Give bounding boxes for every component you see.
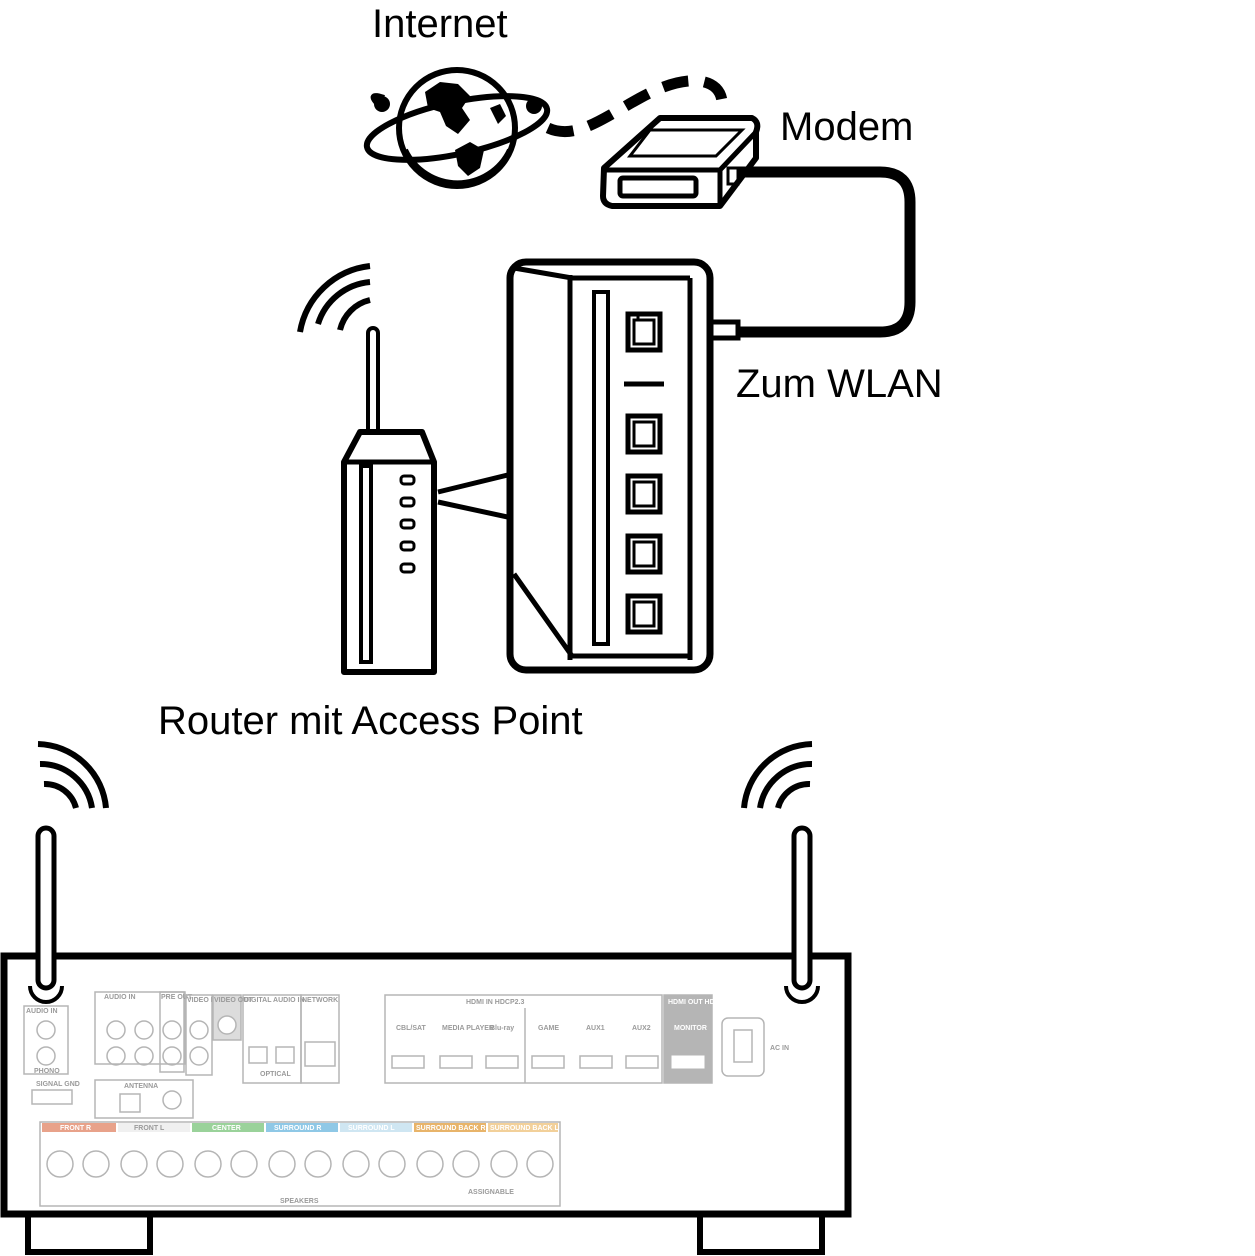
phono-label: PHONO	[34, 1068, 60, 1075]
hdmi-input-5-label: AUX1	[586, 1025, 605, 1032]
router-back-panel	[506, 258, 714, 674]
monitor-label: MONITOR	[674, 1025, 707, 1032]
router-icon	[297, 263, 437, 675]
wifi-waves-left-icon	[37, 741, 109, 809]
hdmi-in-label: HDMI IN HDCP2.3	[466, 999, 524, 1006]
hdmi-input-6-label: AUX2	[632, 1025, 651, 1032]
speaker-group-1-label: FRONT R	[60, 1125, 91, 1132]
signal-gnd-label: SIGNAL GND	[36, 1081, 80, 1088]
video-out-label: VIDEO OUT	[214, 997, 253, 1004]
modem-icon	[600, 115, 761, 209]
speaker-group-4-label: SURROUND R	[274, 1125, 321, 1132]
internet-label: Internet	[372, 2, 508, 46]
assignable-label: ASSIGNABLE	[468, 1189, 514, 1196]
optical-label: OPTICAL	[260, 1071, 291, 1078]
wifi-waves-right-icon	[741, 741, 813, 809]
modem-label: Modem	[780, 105, 913, 149]
speaker-group-2-label: FRONT L	[134, 1125, 165, 1132]
router-lan-port-icon	[625, 473, 663, 515]
antenna-label: ANTENNA	[124, 1083, 158, 1090]
ac-in-label: AC IN	[770, 1045, 789, 1052]
router-lan-port-icon	[625, 593, 663, 635]
receiver-back-panel: AUDIO IN PHONO SIGNAL GND AUDIO IN PRE O…	[23, 991, 789, 1207]
speaker-group-6-label: SURROUND BACK R	[416, 1125, 486, 1132]
router-zoom-callout	[437, 471, 513, 521]
hdmi-input-1-label: CBL/SAT	[396, 1025, 427, 1032]
preout-label: PRE OUT	[161, 994, 193, 1001]
speaker-group-3-label: CENTER	[212, 1125, 241, 1132]
router-lan-port-icon	[625, 413, 663, 455]
modem-router-cable	[736, 166, 916, 338]
internet-globe-icon	[363, 67, 551, 189]
video-in-label: VIDEO IN	[187, 997, 218, 1004]
router-label: Router mit Access Point	[158, 699, 583, 743]
router-wan-port-icon	[625, 311, 663, 353]
hdmi-out-label: HDMI OUT HDCP2.3	[668, 999, 734, 1006]
speakers-label: SPEAKERS	[280, 1198, 319, 1205]
digital-audio-label: DIGITAL AUDIO IN	[244, 997, 305, 1004]
hdmi-input-3-label: Blu-ray	[490, 1025, 514, 1032]
speaker-group-7-label: SURROUND BACK L	[490, 1125, 560, 1132]
speaker-group-5-label: SURROUND L	[348, 1125, 395, 1132]
router-lan-port-icon	[625, 533, 663, 575]
network-port-label: NETWORK	[302, 997, 338, 1004]
hdmi-input-2-label: MEDIA PLAYER	[442, 1025, 494, 1032]
hdmi-input-4-label: GAME	[538, 1025, 559, 1032]
phono-audio-in-label: AUDIO IN	[26, 1008, 58, 1015]
audio-in-label: AUDIO IN	[104, 994, 136, 1001]
wlan-label: Zum WLAN	[736, 362, 943, 406]
internet-modem-link	[545, 75, 728, 138]
